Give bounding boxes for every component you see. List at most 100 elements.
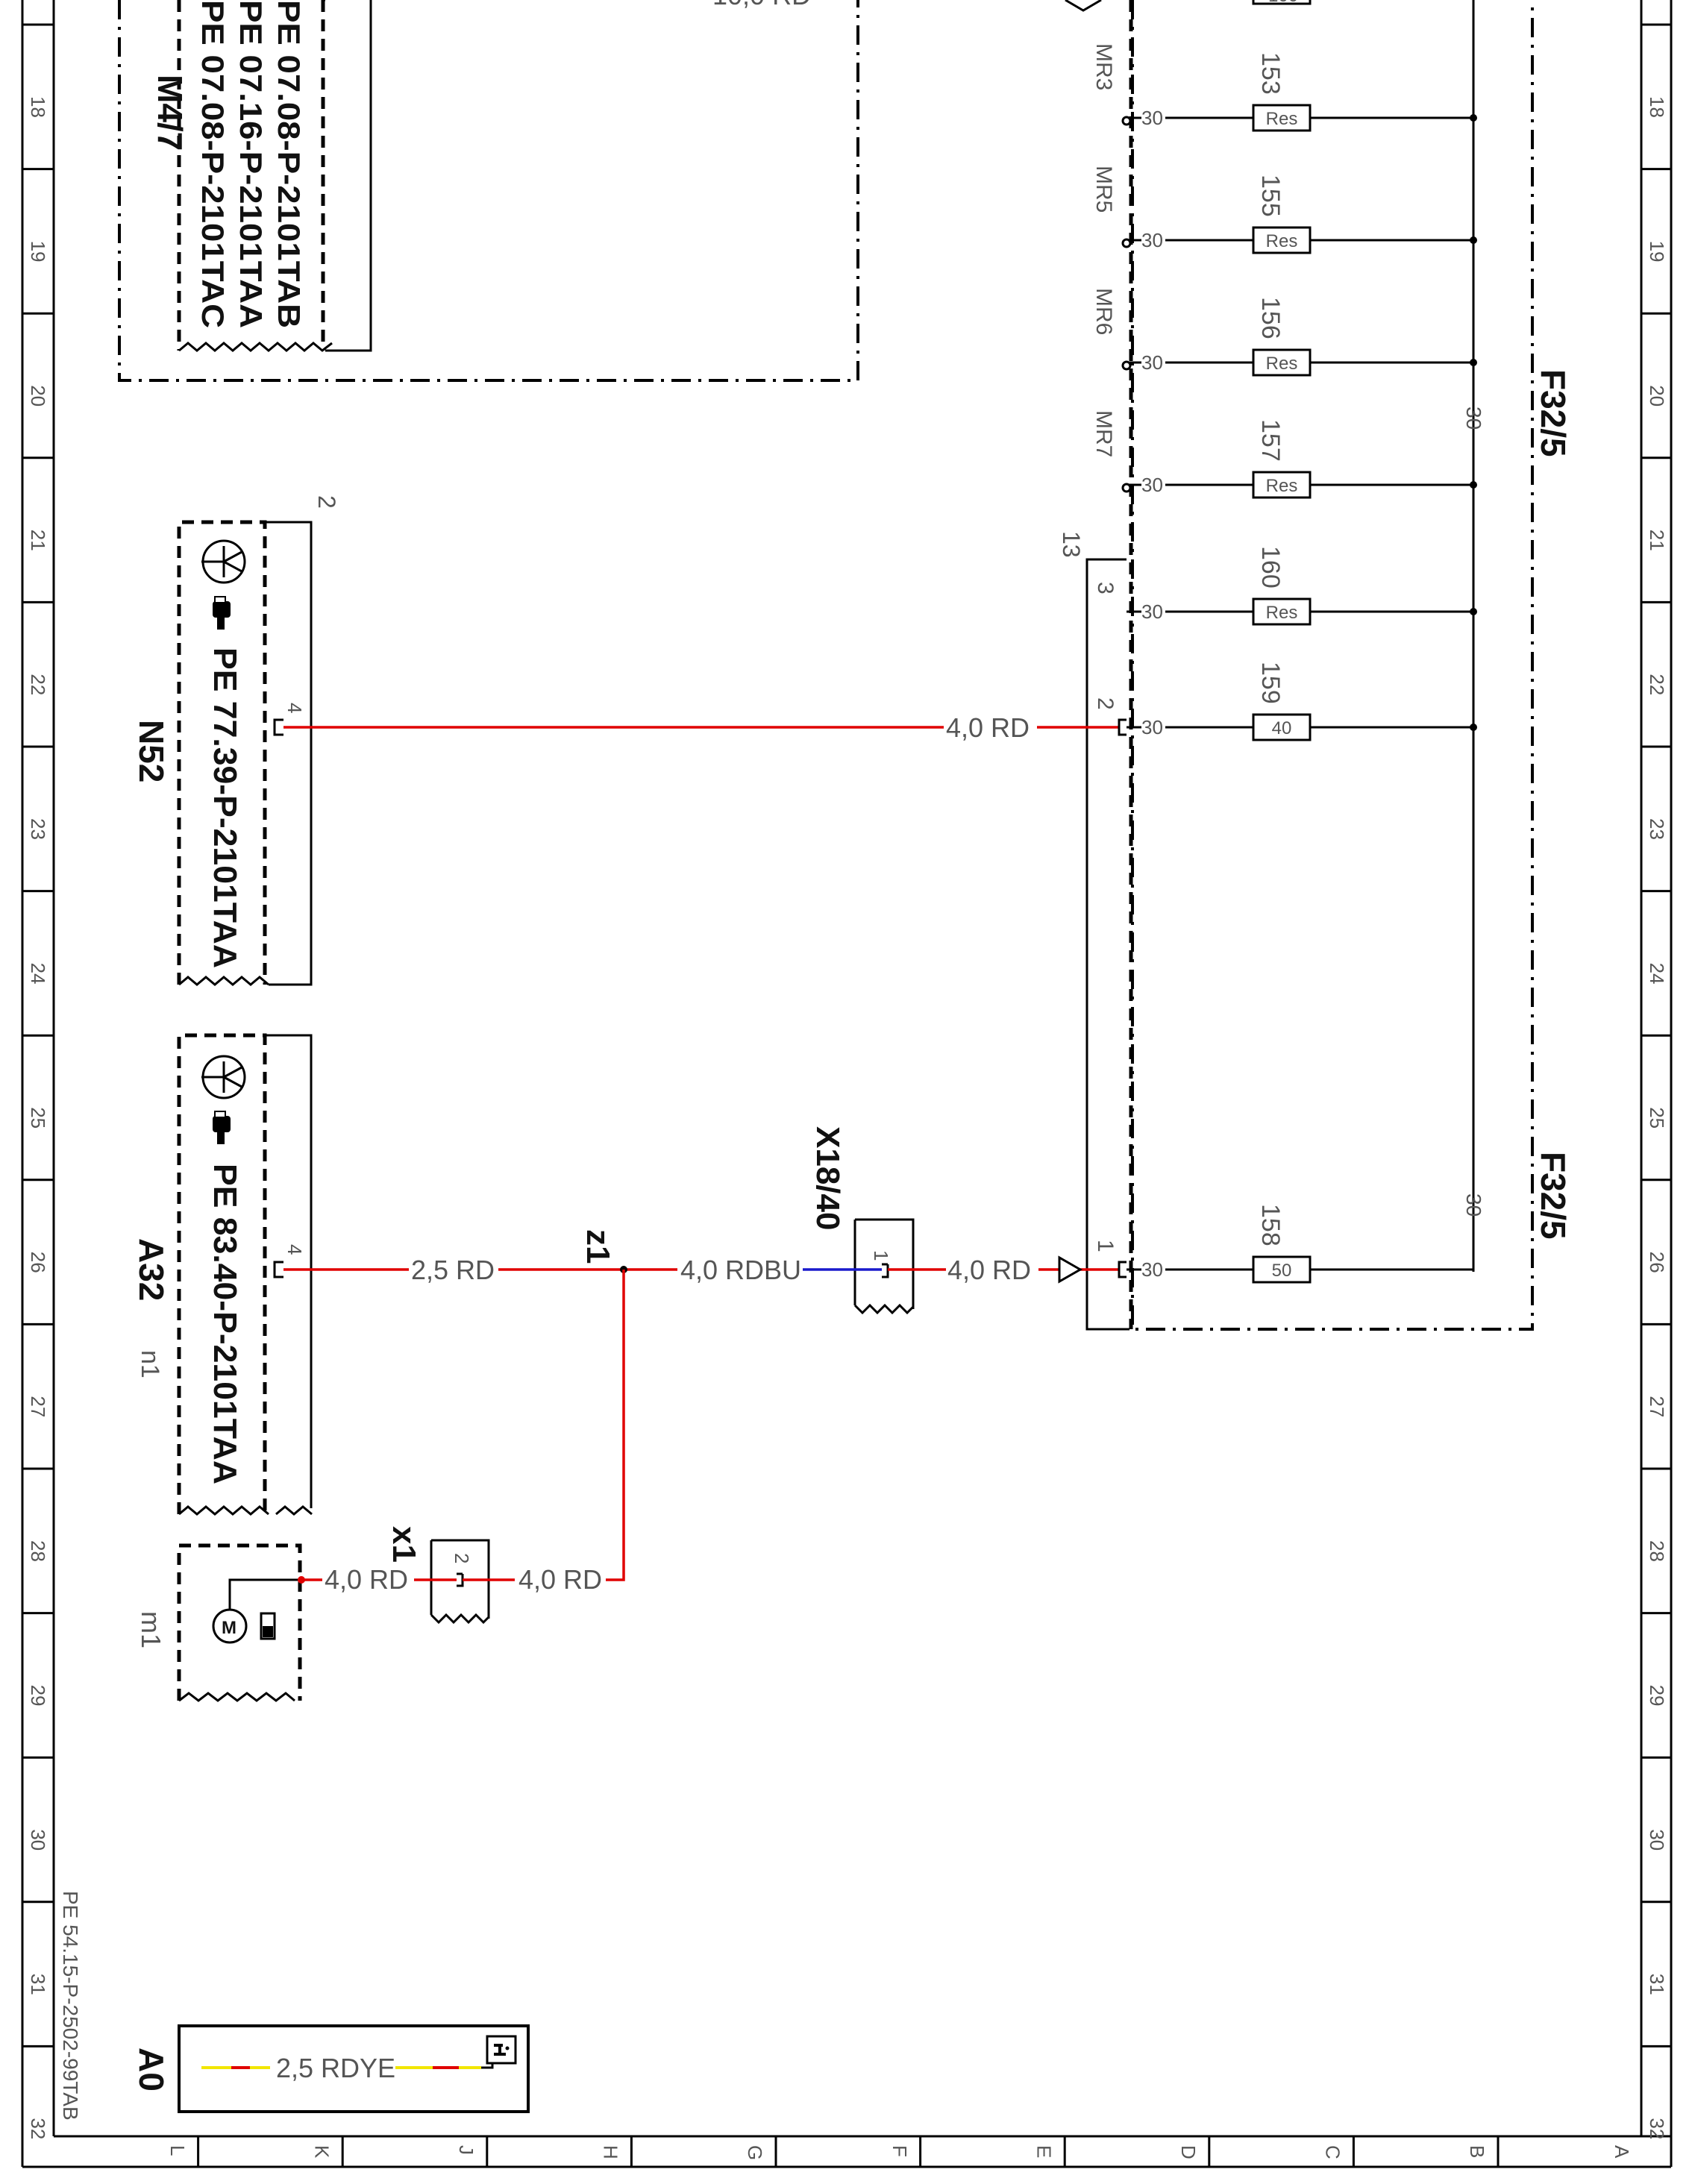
row-label-left: 29 xyxy=(27,1685,49,1707)
row-label-left: 20 xyxy=(27,385,49,407)
hand-pointer-icon xyxy=(213,596,231,630)
component-a0: 2,5 RDYE A0 xyxy=(132,2024,530,2113)
row-label-left: 32 xyxy=(27,2118,49,2139)
x18-40-label: X18/40 xyxy=(809,1126,846,1230)
fuse-body xyxy=(1252,713,1312,741)
row-label-right: 19 xyxy=(1646,241,1668,263)
svg-text:M: M xyxy=(222,1618,236,1638)
component-a32: PE 83.40-P-2101TAA A32 n1 4 xyxy=(132,1033,313,1516)
row-label-left: 19 xyxy=(27,241,49,263)
row-label-left: 23 xyxy=(27,818,49,840)
fuse-rating: 40 xyxy=(1272,718,1292,738)
row-label-right: 25 xyxy=(1646,1107,1668,1129)
row-label-right: 23 xyxy=(1646,818,1668,840)
fuse-contact-label: MR5 xyxy=(1091,166,1116,213)
motor-icon: M xyxy=(212,1578,301,1644)
row-label-left: 30 xyxy=(27,1829,49,1851)
row-label-left: 25 xyxy=(27,1107,49,1129)
column-label: H xyxy=(600,2145,622,2159)
fuse-contact-label: MR6 xyxy=(1091,288,1116,335)
fuse-contact-label: MR3 xyxy=(1091,43,1116,90)
fuse-terminal-label: 30 xyxy=(1141,351,1163,374)
column-label: L xyxy=(166,2145,189,2156)
bus-tap-label: 13 xyxy=(1058,531,1085,558)
fuse-body xyxy=(1252,1255,1312,1284)
fuse-rating: Res xyxy=(1266,476,1298,496)
document-id: PE 54.15-P-2502-99TAB xyxy=(59,1891,82,2121)
bus-label-upper: 30 xyxy=(1462,407,1485,430)
row-label-right: 30 xyxy=(1646,1829,1668,1851)
connector-x18-40: 1 X18/40 xyxy=(809,1126,915,1315)
fuse-rating: Res xyxy=(1266,603,1298,623)
fuse-terminal-label: 30 xyxy=(1141,600,1163,623)
column-label: D xyxy=(1177,2145,1200,2159)
fuse-terminal-label: 30 xyxy=(1141,716,1163,738)
fuse-rating: Res xyxy=(1266,354,1298,374)
fuse-contact-label: MR7 xyxy=(1091,410,1116,457)
component-f32-5: F32/5 F32/5 30 30 100 30Res153MR330Res15… xyxy=(1058,0,1573,1331)
a32-label: A32 xyxy=(132,1238,171,1301)
m1-label: m1 xyxy=(136,1611,166,1648)
fuse-terminal-label: 30 xyxy=(1141,229,1163,251)
wire-x1-z1-label: 4,0 RD xyxy=(518,1564,602,1595)
fuse-rating: Res xyxy=(1266,231,1298,251)
x18-40-pin-label: 1 xyxy=(870,1250,892,1261)
connector-x1: 2 x1 xyxy=(386,1526,490,1625)
component-n52: 2 PE 77.39-P-2101TAA N52 4 xyxy=(132,495,340,986)
row-label-right: 29 xyxy=(1646,1685,1668,1707)
row-label-right: 27 xyxy=(1646,1396,1668,1417)
row-label-left: 27 xyxy=(27,1396,49,1417)
a32-sub-label: n1 xyxy=(136,1350,164,1378)
top-cut-wire-label: 10,0 RD xyxy=(712,0,811,10)
row-label-left: 22 xyxy=(27,674,49,695)
column-label: F xyxy=(889,2145,911,2157)
hand-pointer-icon xyxy=(213,1111,231,1144)
n52-bus-pin-label: 2 xyxy=(313,495,340,509)
row-label-left: 18 xyxy=(27,96,49,118)
fuse-terminal-label: 30 xyxy=(1141,107,1163,129)
row-label-left: 26 xyxy=(27,1252,49,1273)
column-label: K xyxy=(310,2145,333,2159)
m4-7-label: M4/7 xyxy=(151,75,189,151)
n52-pin-label: 4 xyxy=(283,703,306,713)
row-label-right: 28 xyxy=(1646,1540,1668,1562)
drawing-frame xyxy=(21,0,1673,2168)
row-label-right: 18 xyxy=(1646,96,1668,118)
a32-ref: PE 83.40-P-2101TAA xyxy=(207,1164,243,1484)
a0-wire-label: 2,5 RDYE xyxy=(276,2053,395,2083)
a0-label: A0 xyxy=(132,2048,171,2092)
fuse-number: 153 xyxy=(1256,52,1285,95)
column-label: E xyxy=(1033,2145,1055,2158)
fuse-terminal-label: 30 xyxy=(1141,474,1163,496)
row-label-right: 32 xyxy=(1646,2118,1668,2139)
row-label-right: 31 xyxy=(1646,1974,1668,1995)
wires: 4,0 RD 2,5 RD 4,0 RDBU 4,0 RD 4,0 RD 4,0… xyxy=(283,712,1119,1595)
fuse-body xyxy=(1252,348,1312,377)
row-label-right: 20 xyxy=(1646,385,1668,407)
component-m4-7: M4/7 PE 07.08-P-2101TAB PE 07.16-P-2101T… xyxy=(118,0,859,382)
fuse-rating: 50 xyxy=(1272,1261,1292,1281)
column-label: A xyxy=(1611,2145,1633,2159)
f32-5-label-upper: F32/5 xyxy=(1534,369,1573,457)
n52-ref: PE 77.39-P-2101TAA xyxy=(207,647,243,968)
wire-a32-label: 2,5 RD xyxy=(411,1255,495,1285)
row-label-right: 24 xyxy=(1646,963,1668,985)
m4-7-ref-1: PE 07.08-P-2101TAB xyxy=(272,0,307,328)
fuse-pin-label: 2 xyxy=(1093,697,1118,710)
row-label-left: 21 xyxy=(27,530,49,551)
a32-pin-label: 4 xyxy=(283,1244,306,1255)
m4-7-ref-2: PE 07.16-P-2101TAA xyxy=(234,0,269,328)
fuse-number: 160 xyxy=(1256,546,1285,589)
column-label: G xyxy=(744,2145,766,2160)
wire-m1-x1-label: 4,0 RD xyxy=(325,1564,408,1595)
